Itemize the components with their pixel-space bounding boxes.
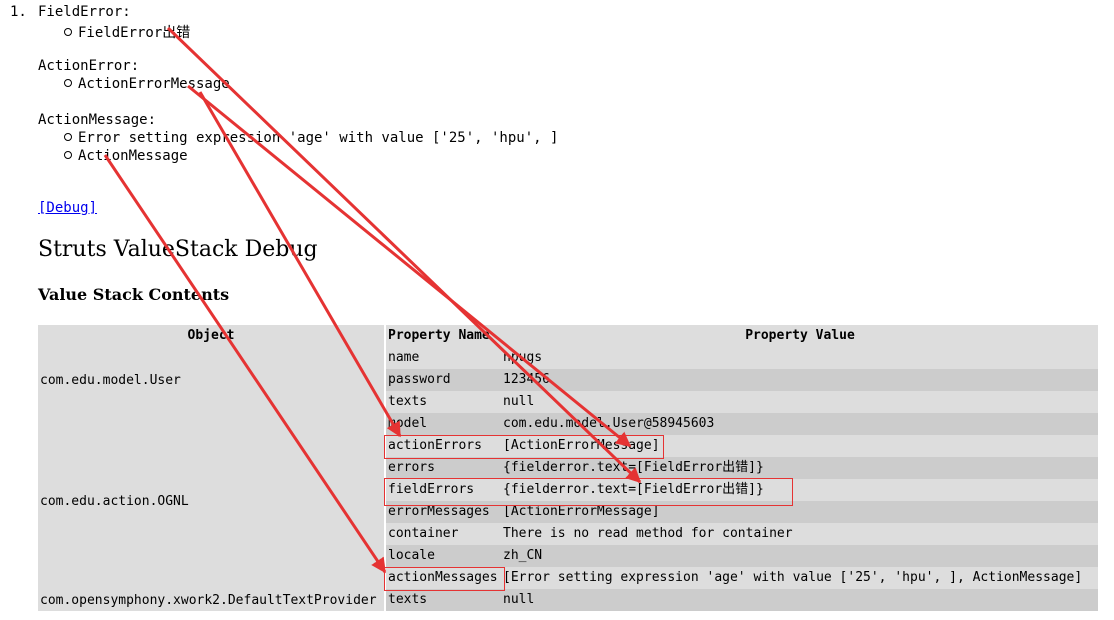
property-value: zh_CN xyxy=(503,548,543,563)
debug-link[interactable]: [Debug] xyxy=(38,200,98,216)
header-object: Object xyxy=(38,325,384,347)
object-name: com.edu.action.OGNL xyxy=(40,493,189,509)
header-property-name: Property Name xyxy=(386,325,502,347)
property-value: There is no read method for container xyxy=(503,526,793,541)
property-name: errors xyxy=(388,460,435,475)
list-item-fielderror: FieldError出错 xyxy=(64,22,190,42)
list-item-text: FieldError出错 xyxy=(78,25,191,41)
property-value: [Error setting expression 'age' with val… xyxy=(503,570,1083,585)
list-item-text: ActionMessage xyxy=(78,148,188,164)
object-cell-ognl: com.edu.action.OGNL xyxy=(38,413,384,589)
property-value: hpugs xyxy=(503,350,543,365)
section-title-fielderror: FieldError: xyxy=(38,4,131,20)
list-item-actionmessage-2: ActionMessage xyxy=(64,148,188,164)
circle-bullet-icon xyxy=(64,79,72,87)
property-name: errorMessages xyxy=(388,504,490,519)
table-row: errorMessages [ActionErrorMessage] xyxy=(386,501,1098,523)
table-row: texts null xyxy=(386,391,1098,413)
property-value: null xyxy=(503,592,535,607)
object-cell-user: com.edu.model.User xyxy=(38,347,384,413)
object-cell-textprovider: com.opensymphony.xwork2.DefaultTextProvi… xyxy=(38,589,384,611)
circle-bullet-icon xyxy=(64,133,72,141)
property-value: [ActionErrorMessage] xyxy=(503,438,660,453)
table-row: model com.edu.model.User@58945603 xyxy=(386,413,1098,435)
object-name: com.edu.model.User xyxy=(40,372,181,388)
table-row: actionMessages [Error setting expression … xyxy=(386,567,1098,589)
circle-bullet-icon xyxy=(64,151,72,159)
property-name: texts xyxy=(388,394,428,409)
property-value: com.edu.model.User@58945603 xyxy=(503,416,715,431)
table-row: actionErrors [ActionErrorMessage] xyxy=(386,435,1098,457)
table-row: texts null xyxy=(386,589,1098,611)
property-name: name xyxy=(388,350,420,365)
section-title-actionerror: ActionError: xyxy=(38,58,140,74)
list-item-actionmessage-1: Error setting expression 'age' with valu… xyxy=(64,130,558,146)
property-name: container xyxy=(388,526,459,541)
property-value: [ActionErrorMessage] xyxy=(503,504,660,519)
property-value: {fielderror.text=[FieldError出错]} xyxy=(503,482,764,497)
property-value: null xyxy=(503,394,535,409)
value-stack-table: Object Property Name Property Value com.… xyxy=(38,325,1098,611)
property-name: locale xyxy=(388,548,435,563)
table-row: errors {fielderror.text=[FieldError出错]} xyxy=(386,457,1098,479)
table-row: fieldErrors {fielderror.text=[FieldError出… xyxy=(386,479,1098,501)
list-item-text: Error setting expression 'age' with valu… xyxy=(78,130,559,146)
table-row: name hpugs xyxy=(386,347,1098,369)
table-row: locale zh_CN xyxy=(386,545,1098,567)
list-number: 1. xyxy=(10,4,27,20)
section-heading: Value Stack Contents xyxy=(38,285,230,304)
table-row: container There is no read method for con… xyxy=(386,523,1098,545)
property-name: actionErrors xyxy=(388,438,482,453)
circle-bullet-icon xyxy=(64,28,72,36)
property-name: model xyxy=(388,416,428,431)
property-name: password xyxy=(388,372,451,387)
property-name: fieldErrors xyxy=(388,482,475,497)
property-name: texts xyxy=(388,592,428,607)
property-value: 123456 xyxy=(503,372,550,387)
object-name: com.opensymphony.xwork2.DefaultTextProvi… xyxy=(40,592,377,608)
table-row: password 123456 xyxy=(386,369,1098,391)
section-title-actionmessage: ActionMessage: xyxy=(38,112,157,128)
list-item-actionerror: ActionErrorMessage xyxy=(64,76,230,92)
page-title: Struts ValueStack Debug xyxy=(38,237,318,262)
property-name: actionMessages xyxy=(388,570,498,585)
list-item-text: ActionErrorMessage xyxy=(78,76,230,92)
header-property-value: Property Value xyxy=(502,325,1098,347)
property-value: {fielderror.text=[FieldError出错]} xyxy=(503,460,764,475)
